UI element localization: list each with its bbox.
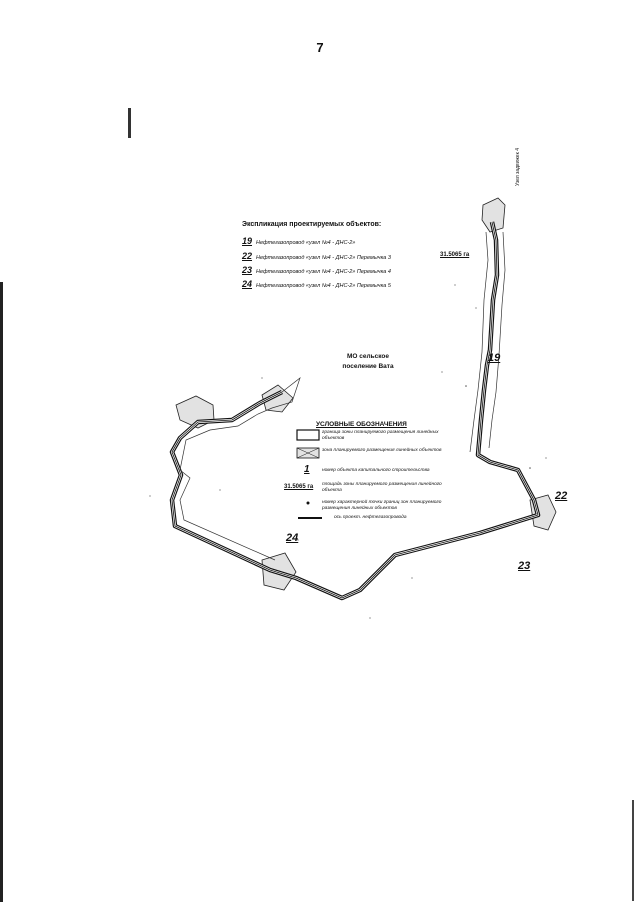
pipeline-corridor bbox=[169, 221, 541, 601]
legend-text: номер характерной точки границ зон плани… bbox=[322, 500, 442, 511]
explication-text: Нефтегазопровод «узел №4 - ДНС-2» Перемы… bbox=[256, 269, 391, 275]
object-label-23: 23 bbox=[518, 560, 531, 572]
node-label: Узел задвижек 4 bbox=[515, 148, 521, 186]
area-label: 31.5065 га bbox=[440, 252, 470, 258]
legend-point-symbol bbox=[306, 501, 310, 505]
scan-edge-line-right bbox=[632, 800, 634, 901]
legend-text: зона планируемого размещения линейных об… bbox=[322, 448, 442, 453]
object-label-22: 22 bbox=[555, 490, 568, 502]
scan-mark bbox=[128, 108, 131, 138]
legend-text: номер объекта капитального строительства bbox=[322, 468, 430, 473]
legend-symbol-number: 1 bbox=[304, 464, 310, 475]
legend-symbol-area: 31.5065 га bbox=[284, 484, 314, 490]
explication-text: Нефтегазопровод «узел №4 - ДНС-2» Перемы… bbox=[256, 283, 391, 289]
zone-node-upper bbox=[261, 384, 294, 413]
explication-num: 23 bbox=[242, 265, 253, 275]
legend-symbols bbox=[296, 429, 322, 519]
explication-text: Нефтегазопровод «узел №4 - ДНС-2» Перемы… bbox=[256, 255, 391, 261]
object-label-24: 24 bbox=[286, 532, 299, 544]
explication-title: Экспликация проектируемых объектов: bbox=[242, 221, 382, 228]
scan-speckles bbox=[149, 284, 547, 619]
settlement-label: МО сельское поселение Вата bbox=[342, 353, 394, 370]
legend-title: УСЛОВНЫЕ ОБОЗНАЧЕНИЯ bbox=[316, 421, 407, 428]
legend-text: площадь зоны планируемого размещения лин… bbox=[322, 482, 442, 493]
zone-node-top bbox=[481, 197, 506, 233]
legend-text: ось проект. нефтегазопровода bbox=[334, 515, 407, 520]
page-number: 7 bbox=[316, 40, 324, 55]
explication-num: 19 bbox=[242, 236, 253, 246]
corridor-outline bbox=[179, 231, 506, 561]
legend-boundary-symbol bbox=[296, 429, 320, 441]
explication-num: 24 bbox=[242, 279, 253, 289]
explication-num: 22 bbox=[242, 251, 253, 261]
scan-edge-line bbox=[0, 282, 3, 902]
legend-text: граница зоны планируемого размещения лин… bbox=[322, 430, 439, 441]
explication-text: Нефтегазопровод «узел №4 - ДНС-2» bbox=[256, 240, 356, 246]
object-label-19: 19 bbox=[488, 352, 501, 364]
